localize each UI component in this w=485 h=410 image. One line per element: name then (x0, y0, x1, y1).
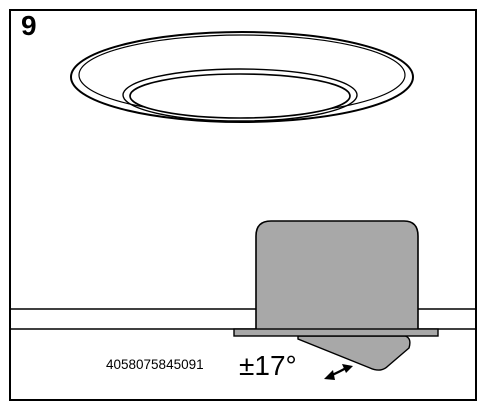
tilt-angle-label: ±17° (239, 350, 297, 381)
step-number: 9 (21, 10, 37, 41)
article-number: 4058075845091 (106, 357, 204, 372)
rotation-arrow-icon (324, 364, 353, 380)
downlight-housing-icon (233, 220, 439, 371)
downlight-ring-icon (70, 31, 414, 123)
diagram-border (9, 9, 477, 401)
